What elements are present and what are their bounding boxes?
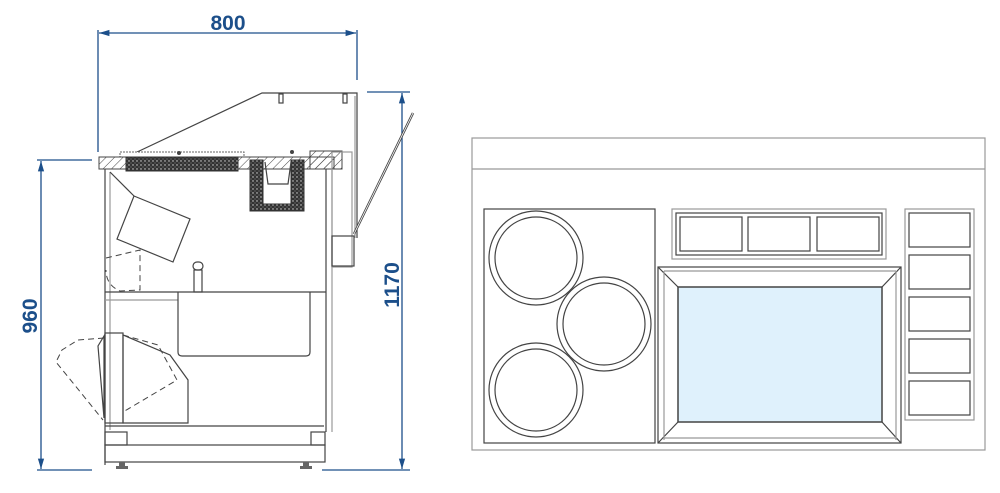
dimension-total-height: 1170	[322, 91, 410, 471]
light-fixture-icon	[278, 93, 284, 104]
dimension-counter-height-label: 960	[19, 298, 42, 333]
dimension-width-label: 800	[210, 12, 245, 35]
side-tray	[908, 296, 971, 332]
side-tray	[908, 254, 971, 290]
dimension-total-height-label: 1170	[381, 262, 404, 308]
side-tray	[908, 212, 971, 248]
adjustable-foot-icon	[300, 462, 312, 469]
round-container	[488, 210, 584, 306]
tap-icon	[192, 261, 204, 271]
round-container	[556, 276, 652, 372]
tray	[747, 216, 811, 252]
side-view	[55, 92, 415, 469]
display-window	[657, 266, 902, 444]
tray	[679, 216, 743, 252]
tray-row	[671, 208, 887, 260]
side-tray	[908, 380, 971, 416]
round-container-section	[483, 208, 656, 444]
plan-view	[471, 137, 986, 451]
dimension-counter-height: 960	[19, 159, 92, 471]
side-tray-column	[904, 208, 975, 421]
glass-pane	[677, 286, 883, 423]
adjustable-foot-icon	[116, 462, 128, 469]
round-container	[488, 342, 584, 438]
light-fixture-icon	[342, 93, 348, 104]
dimension-width: 800	[97, 12, 358, 152]
tray	[816, 216, 880, 252]
side-tray	[908, 338, 971, 374]
